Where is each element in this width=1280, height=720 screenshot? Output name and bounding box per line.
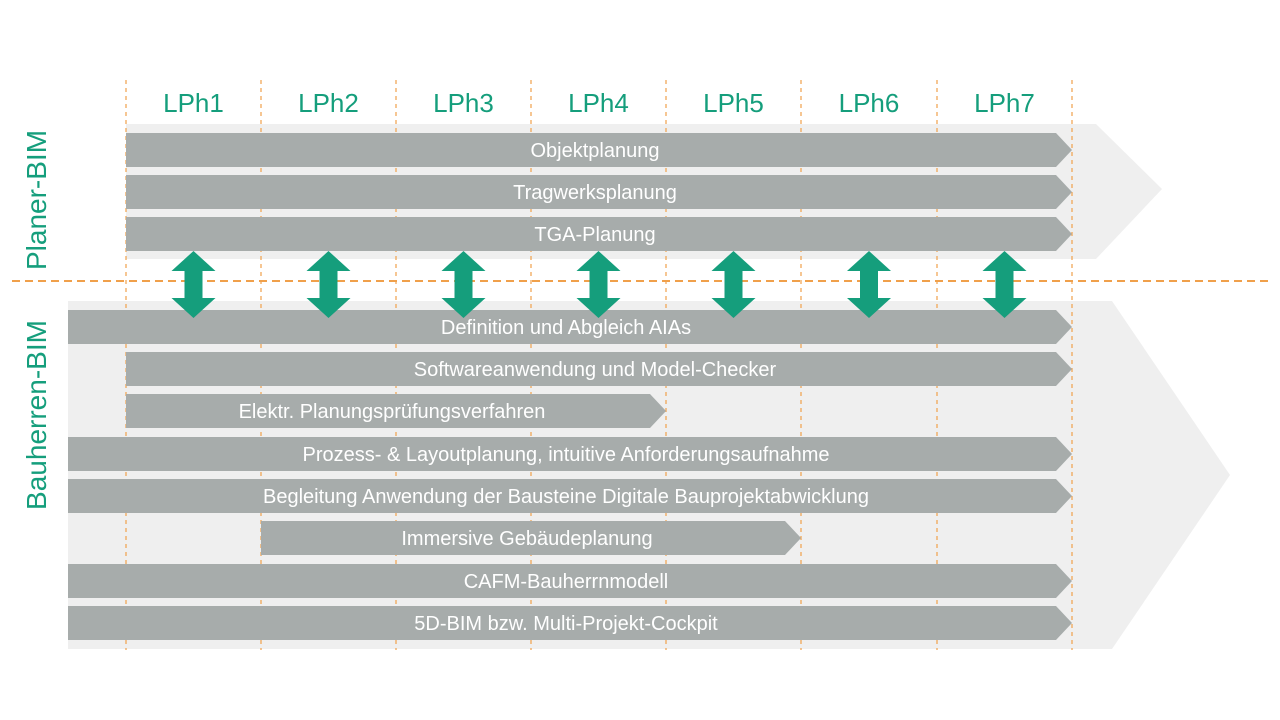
bar-bauherren-3: Prozess- & Layoutplanung, intuitive Anfo… [68,437,1072,471]
double-arrow-icon [711,251,756,318]
bauherren-background-chevron [68,301,1230,649]
bar-shape [126,175,1072,209]
bar-shape [68,606,1072,640]
activity-bars: ObjektplanungTragwerksplanungTGA-Planung… [68,133,1072,640]
phase-label-1: LPh1 [163,88,224,118]
bar-label: Immersive Gebäudeplanung [401,528,652,550]
phase-label-7: LPh7 [974,88,1035,118]
double-arrow-icon [576,251,621,318]
bar-label: Objektplanung [531,140,660,162]
bar-label: Begleitung Anwendung der Bausteine Digit… [263,486,869,508]
bar-shape [68,437,1072,471]
bar-planer-1: Tragwerksplanung [126,175,1072,209]
bauherren-bim-label: Bauherren-BIM [21,320,52,510]
bar-label: TGA-Planung [534,224,655,246]
double-arrow-icon [847,251,891,318]
phase-label-4: LPh4 [568,88,629,118]
phase-header: LPh1 LPh2 LPh3 LPh4 LPh5 LPh6 LPh7 [163,88,1035,118]
double-arrow-icon [982,251,1027,318]
bar-bauherren-7: 5D-BIM bzw. Multi-Projekt-Cockpit [68,606,1072,640]
bar-bauherren-1: Softwareanwendung und Model-Checker [126,352,1072,386]
bar-bauherren-6: CAFM-Bauherrnmodell [68,564,1072,598]
double-arrow-icon [306,251,351,318]
bar-shape [261,521,801,555]
phase-label-3: LPh3 [433,88,494,118]
bar-bauherren-0: Definition und Abgleich AIAs [68,310,1072,344]
bar-label: 5D-BIM bzw. Multi-Projekt-Cockpit [414,613,718,635]
bar-label: Tragwerksplanung [513,182,677,204]
phase-label-2: LPh2 [298,88,359,118]
bar-shape [126,394,666,428]
bar-label: Softwareanwendung und Model-Checker [414,359,777,381]
double-arrow-icon [171,251,216,318]
bar-shape [126,133,1072,167]
bar-label: CAFM-Bauherrnmodell [464,571,669,593]
double-arrow-icon [441,251,486,318]
bar-bauherren-2: Elektr. Planungsprüfungsverfahren [126,394,666,428]
bar-shape [126,352,1072,386]
bar-bauherren-4: Begleitung Anwendung der Bausteine Digit… [68,479,1072,513]
bar-label: Elektr. Planungsprüfungsverfahren [239,401,546,423]
bar-shape [68,310,1072,344]
planer-bim-label: Planer-BIM [21,130,52,270]
bar-label: Definition und Abgleich AIAs [441,317,691,339]
phase-label-5: LPh5 [703,88,764,118]
bar-label: Prozess- & Layoutplanung, intuitive Anfo… [302,444,829,466]
bar-bauherren-5: Immersive Gebäudeplanung [261,521,801,555]
bar-shape [68,479,1072,513]
connector-arrows [171,251,1027,318]
bar-planer-0: Objektplanung [126,133,1072,167]
phase-label-6: LPh6 [839,88,900,118]
bar-shape [68,564,1072,598]
bar-planer-2: TGA-Planung [126,217,1072,251]
bar-shape [126,217,1072,251]
